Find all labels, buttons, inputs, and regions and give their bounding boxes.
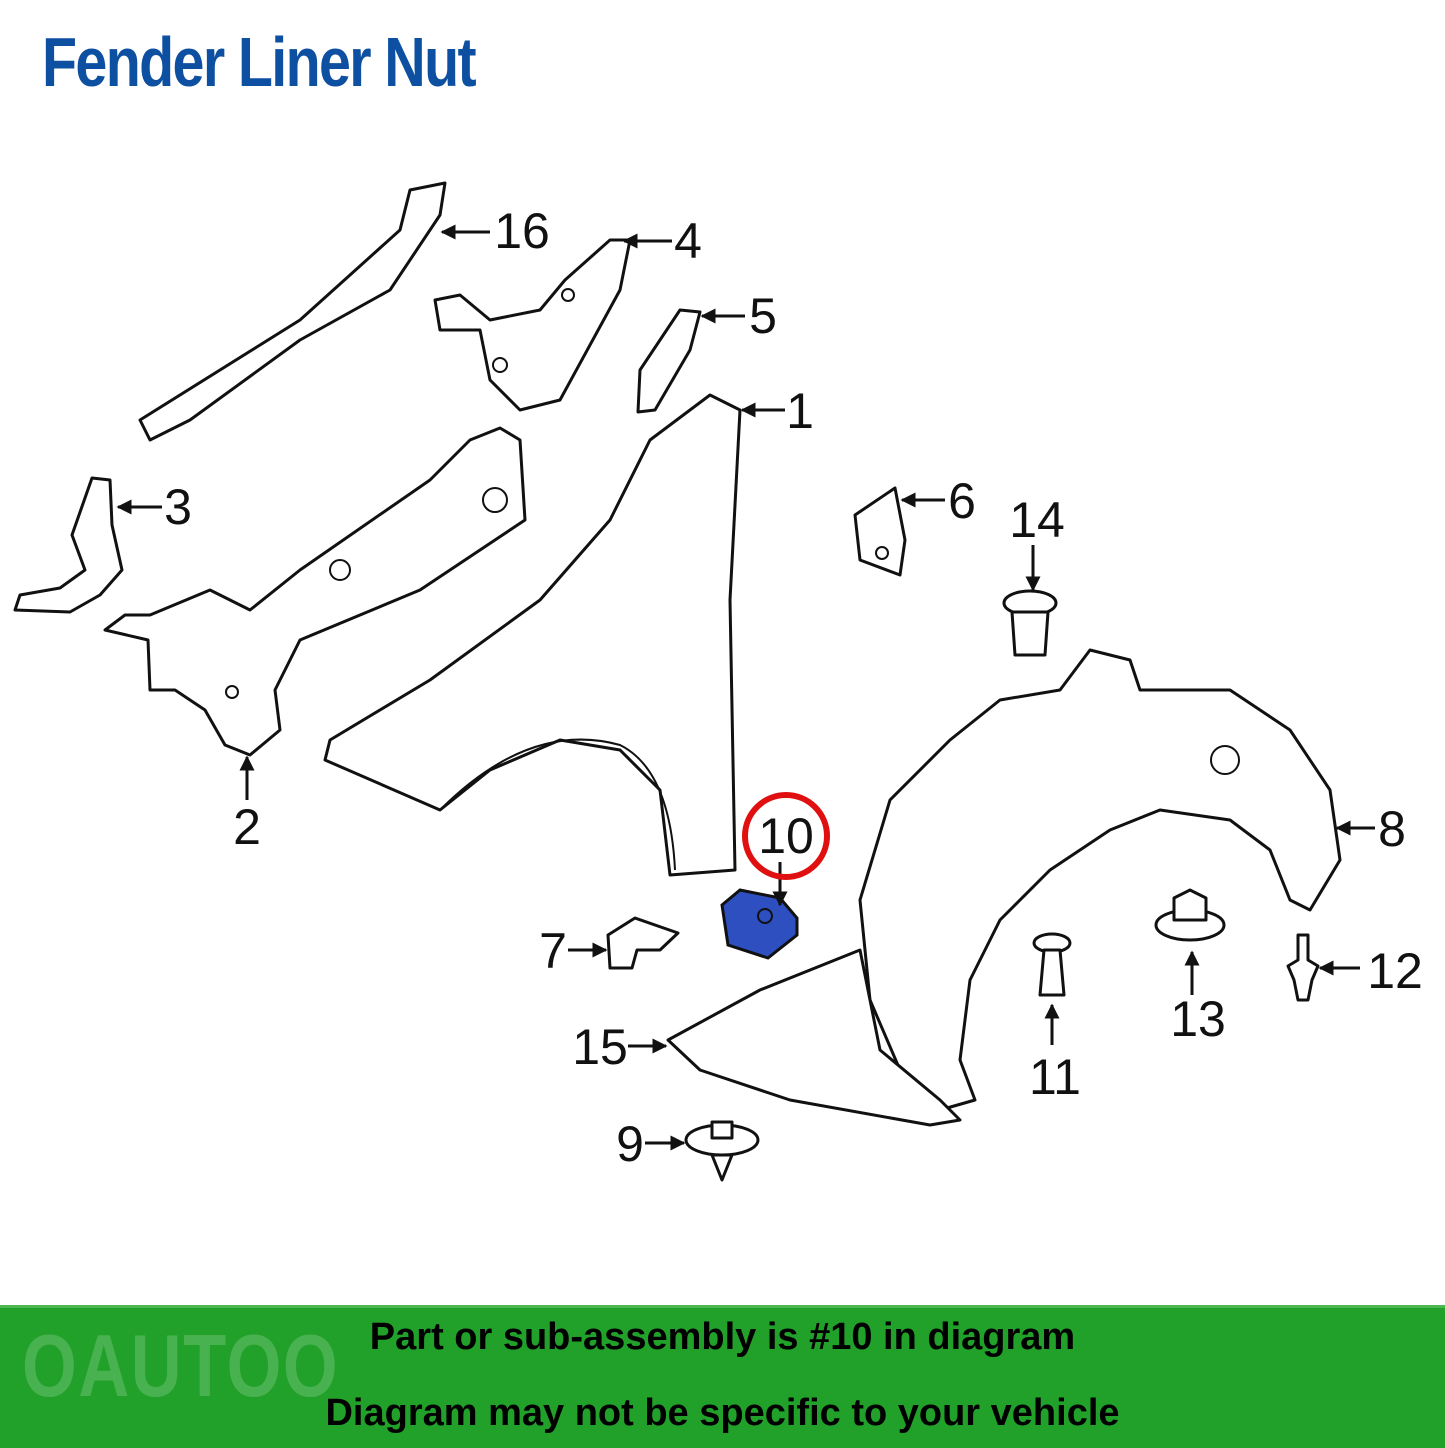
hole <box>482 487 508 513</box>
callout-4: 4 <box>674 213 702 269</box>
part-6-bracket <box>853 486 907 577</box>
info-banner: Part or sub-assembly is #10 in diagram D… <box>0 1305 1445 1448</box>
callout-2: 2 <box>233 799 261 855</box>
part-14-clip-body <box>1010 610 1050 657</box>
callout-14: 14 <box>1009 492 1065 548</box>
callout-10: 10 <box>758 808 814 864</box>
hole <box>561 288 575 302</box>
part-9-push-pin <box>684 1120 760 1182</box>
part-15-splash-shield <box>666 948 962 1127</box>
banner-line-2: Diagram may not be specific to your vehi… <box>325 1392 1120 1434</box>
callout-13: 13 <box>1170 991 1226 1047</box>
hole <box>875 546 889 560</box>
callout-6: 6 <box>948 473 976 529</box>
part-3-bracket <box>13 476 124 614</box>
part-7-bracket <box>606 916 680 970</box>
part-12-bolt <box>1286 933 1320 1002</box>
callout-11: 11 <box>1029 1049 1081 1105</box>
page-title: Fender Liner Nut <box>42 23 477 101</box>
hole <box>225 685 239 699</box>
callout-15: 15 <box>572 1019 628 1075</box>
part-1-fender <box>323 393 742 877</box>
callout-arrows <box>116 224 1375 1151</box>
part-5-bracket <box>636 308 702 414</box>
callout-9: 9 <box>616 1116 644 1172</box>
callout-16: 16 <box>494 203 550 259</box>
hole <box>329 559 351 581</box>
part-11-push-pin <box>1032 932 1072 997</box>
watermark-logo: OAUTOO <box>22 1316 340 1415</box>
highlight-ring <box>742 792 830 880</box>
part-10-fender-liner-nut <box>720 888 799 960</box>
hole <box>1210 745 1240 775</box>
callout-3: 3 <box>164 479 192 535</box>
nut-hole <box>757 908 773 924</box>
callout-5: 5 <box>749 288 777 344</box>
callout-7: 7 <box>539 923 567 979</box>
part-4-bracket <box>433 238 632 412</box>
part-13-nut <box>1154 888 1226 942</box>
callout-12: 12 <box>1367 943 1423 999</box>
part-2-support <box>103 426 527 757</box>
hole <box>492 357 508 373</box>
part-16-rail <box>138 181 447 442</box>
wheel-arch-line <box>439 738 676 871</box>
callout-8: 8 <box>1378 801 1406 857</box>
callout-1: 1 <box>786 383 814 439</box>
banner-line-1: Part or sub-assembly is #10 in diagram <box>369 1316 1076 1358</box>
part-8-wheel-liner <box>858 648 1342 1112</box>
callout-labels: 16 4 5 1 3 6 14 2 10 8 7 12 13 15 11 9 <box>164 203 1423 1172</box>
